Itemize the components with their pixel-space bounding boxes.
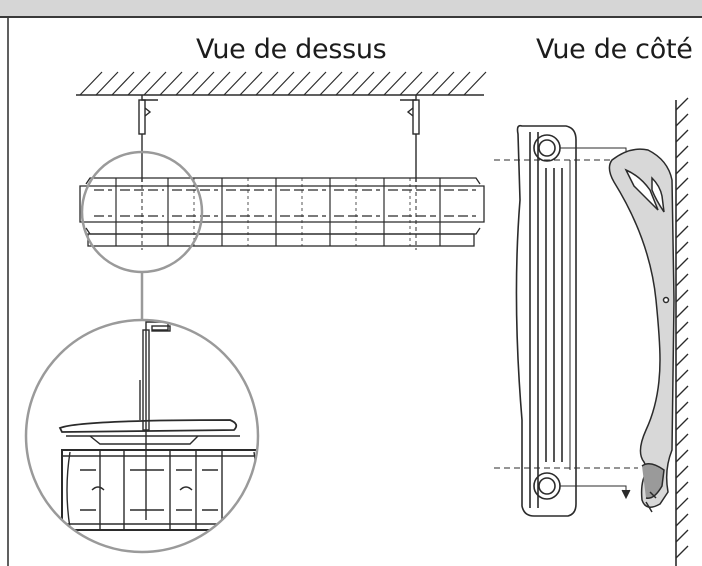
top-view	[76, 71, 487, 320]
radiator-side-profile	[515, 124, 577, 517]
side-view	[494, 97, 689, 566]
bracket-right	[400, 95, 420, 182]
radiator-sections	[94, 178, 476, 246]
zoom-detail	[24, 318, 260, 554]
radiator-top-view	[79, 150, 485, 250]
guide-arrows	[494, 147, 638, 500]
top-view-title: Vue de dessus	[196, 34, 387, 65]
bracket-left	[138, 95, 158, 182]
header-band	[0, 0, 702, 18]
ceiling-hatching	[76, 71, 487, 96]
wall-hanger	[608, 148, 675, 513]
side-view-title: Vue de côté	[536, 34, 693, 65]
wall	[675, 97, 689, 566]
magnifier-zoom-circle	[24, 318, 260, 554]
